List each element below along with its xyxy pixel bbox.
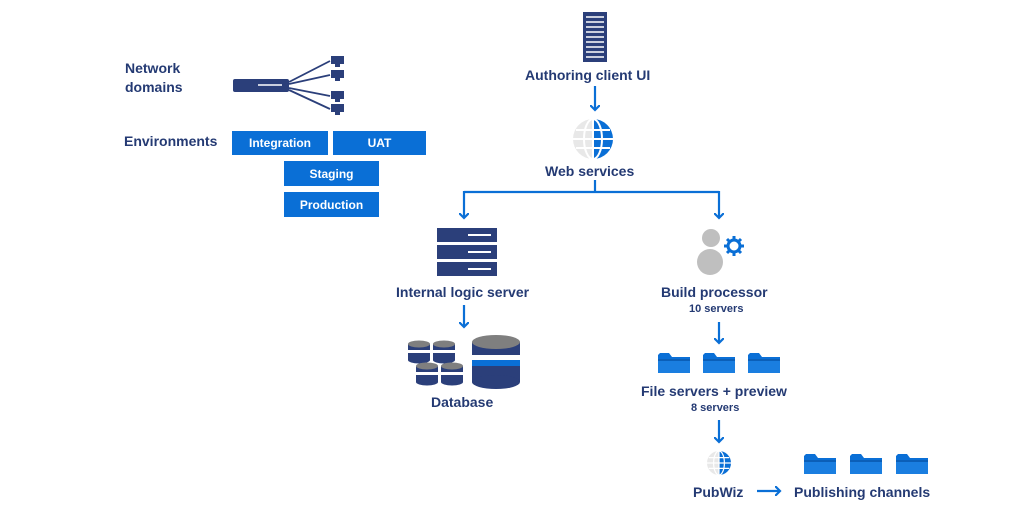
folder-icon: [804, 454, 928, 474]
env-integration: Integration: [232, 131, 328, 155]
branch-connector: [464, 180, 719, 218]
build-processor-count: 10 servers: [689, 303, 744, 315]
authoring-client-label: Authoring client UI: [525, 67, 651, 83]
server-stack-icon: [437, 228, 497, 276]
globe-icon: [706, 450, 732, 476]
env-uat: UAT: [333, 131, 426, 155]
server-rack-icon: [583, 12, 607, 62]
network-hub-icon: [233, 56, 344, 115]
gears-icon: [697, 229, 744, 275]
pubwiz-label: PubWiz: [693, 484, 744, 500]
network-domains-label: Network: [125, 60, 181, 76]
folder-icon: [658, 353, 780, 373]
web-services-label: Web services: [545, 163, 635, 179]
internal-logic-server-label: Internal logic server: [396, 284, 530, 300]
database-icon: [408, 335, 520, 389]
publishing-channels-label: Publishing channels: [794, 484, 931, 500]
database-label: Database: [431, 394, 494, 410]
file-servers-label: File servers + preview: [641, 383, 787, 399]
build-processor-label: Build processor: [661, 284, 768, 300]
env-production: Production: [284, 192, 379, 217]
environments-label: Environments: [124, 133, 218, 149]
file-servers-count: 8 servers: [691, 402, 740, 414]
globe-icon: [572, 118, 614, 160]
env-staging: Staging: [284, 161, 379, 186]
network-domains-label-line2: domains: [125, 79, 183, 95]
